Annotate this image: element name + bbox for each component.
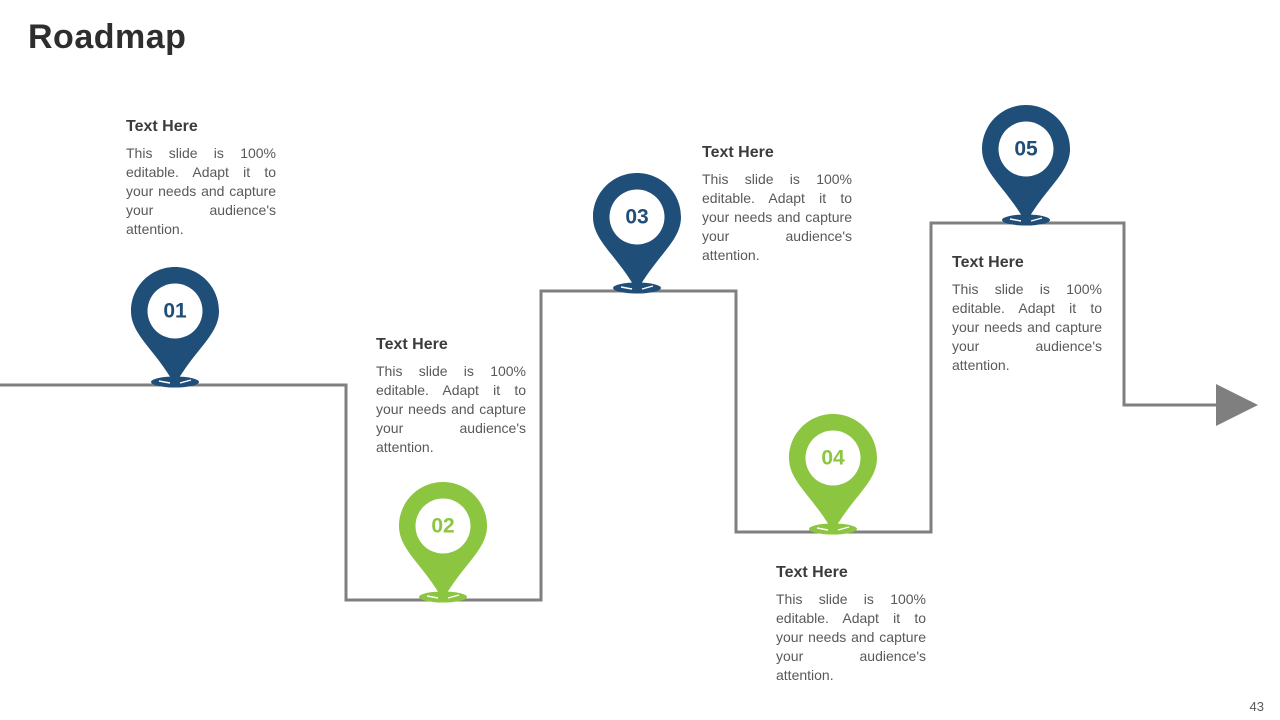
milestone-title: Text Here [376, 336, 448, 353]
milestone-title: Text Here [126, 118, 198, 135]
arrow-right-icon [1216, 384, 1258, 426]
milestone-text-01: Text Here This slide is 100% editable. A… [126, 118, 276, 239]
milestone-title: Text Here [776, 564, 848, 581]
milestone-title: Text Here [702, 144, 774, 161]
pin-number: 04 [821, 447, 845, 470]
pin-base-highlight [816, 526, 850, 531]
pin-number: 02 [431, 515, 454, 538]
pin-base-highlight [158, 379, 192, 384]
milestone-text-04: Text Here This slide is 100% editable. A… [776, 564, 926, 685]
milestone-description: This slide is 100% editable. Adapt it to… [776, 591, 926, 683]
pin-inner-circle [147, 283, 203, 339]
pin-01: 01 [131, 267, 219, 388]
milestone-text-05: Text Here This slide is 100% editable. A… [952, 254, 1102, 375]
pin-base-highlight [1009, 217, 1043, 222]
page-number: 43 [1249, 699, 1264, 714]
pin-base-highlight [426, 594, 460, 599]
pin-inner-circle [998, 121, 1054, 177]
pin-03: 03 [593, 173, 681, 294]
pin-number: 01 [163, 300, 187, 323]
pin-number: 03 [625, 206, 648, 229]
pin-number: 05 [1014, 138, 1038, 161]
pin-05: 05 [982, 105, 1070, 226]
page-title: Roadmap [28, 18, 187, 56]
pin-inner-circle [609, 189, 665, 245]
pin-inner-circle [805, 430, 861, 486]
milestone-description: This slide is 100% editable. Adapt it to… [376, 363, 526, 455]
milestone-text-03: Text Here This slide is 100% editable. A… [702, 144, 852, 265]
pin-02: 02 [399, 482, 487, 603]
pin-inner-circle [415, 498, 471, 554]
pin-base-highlight [620, 285, 654, 290]
milestone-description: This slide is 100% editable. Adapt it to… [126, 145, 276, 237]
pin-04: 04 [789, 414, 877, 535]
milestone-description: This slide is 100% editable. Adapt it to… [952, 281, 1102, 373]
milestone-text-02: Text Here This slide is 100% editable. A… [376, 336, 526, 457]
milestone-description: This slide is 100% editable. Adapt it to… [702, 171, 852, 263]
milestone-title: Text Here [952, 254, 1024, 271]
